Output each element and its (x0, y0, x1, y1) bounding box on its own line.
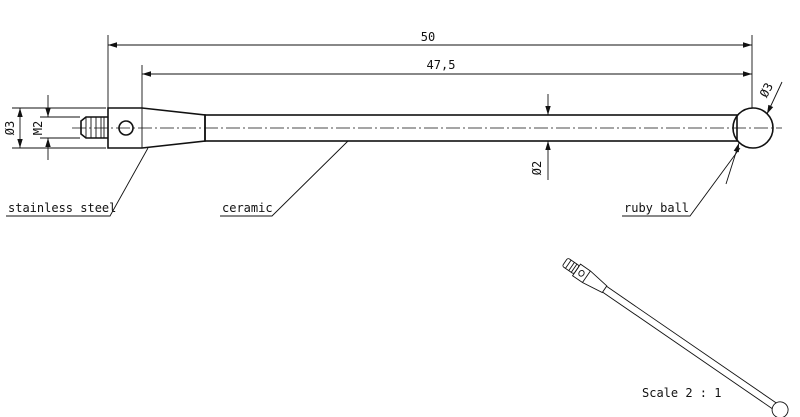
thread-diameter-value: Ø3 (3, 121, 17, 135)
ball-diameter-value: Ø3 (757, 80, 776, 99)
ceramic-label: ceramic (222, 201, 273, 215)
scale-label: Scale 2 : 1 (642, 386, 721, 400)
thread-end (80, 116, 108, 139)
label-stainless-steel: stainless steel (6, 147, 149, 217)
stem-length-value: 47,5 (427, 58, 456, 72)
ruby-ball-label: ruby ball (624, 201, 689, 215)
stainless-steel-label: stainless steel (8, 201, 116, 215)
stem-diameter-value: Ø2 (530, 161, 544, 175)
dimension-ball-diameter: Ø3 (725, 80, 783, 185)
dimension-overall-length: 50 (107, 30, 753, 110)
dimension-stem-diameter: Ø2 (530, 94, 551, 180)
label-ruby-ball: ruby ball (622, 147, 741, 217)
stylus-isometric-view (562, 258, 789, 417)
label-ceramic: ceramic (220, 140, 349, 217)
dimension-stem-length: 47,5 (141, 58, 752, 108)
stylus-side-view (72, 107, 782, 149)
overall-length-value: 50 (421, 30, 435, 44)
thread-size-value: M2 (31, 121, 45, 135)
dimension-thread-diameter: Ø3 (3, 107, 106, 149)
dimension-thread-size: M2 (31, 95, 80, 160)
